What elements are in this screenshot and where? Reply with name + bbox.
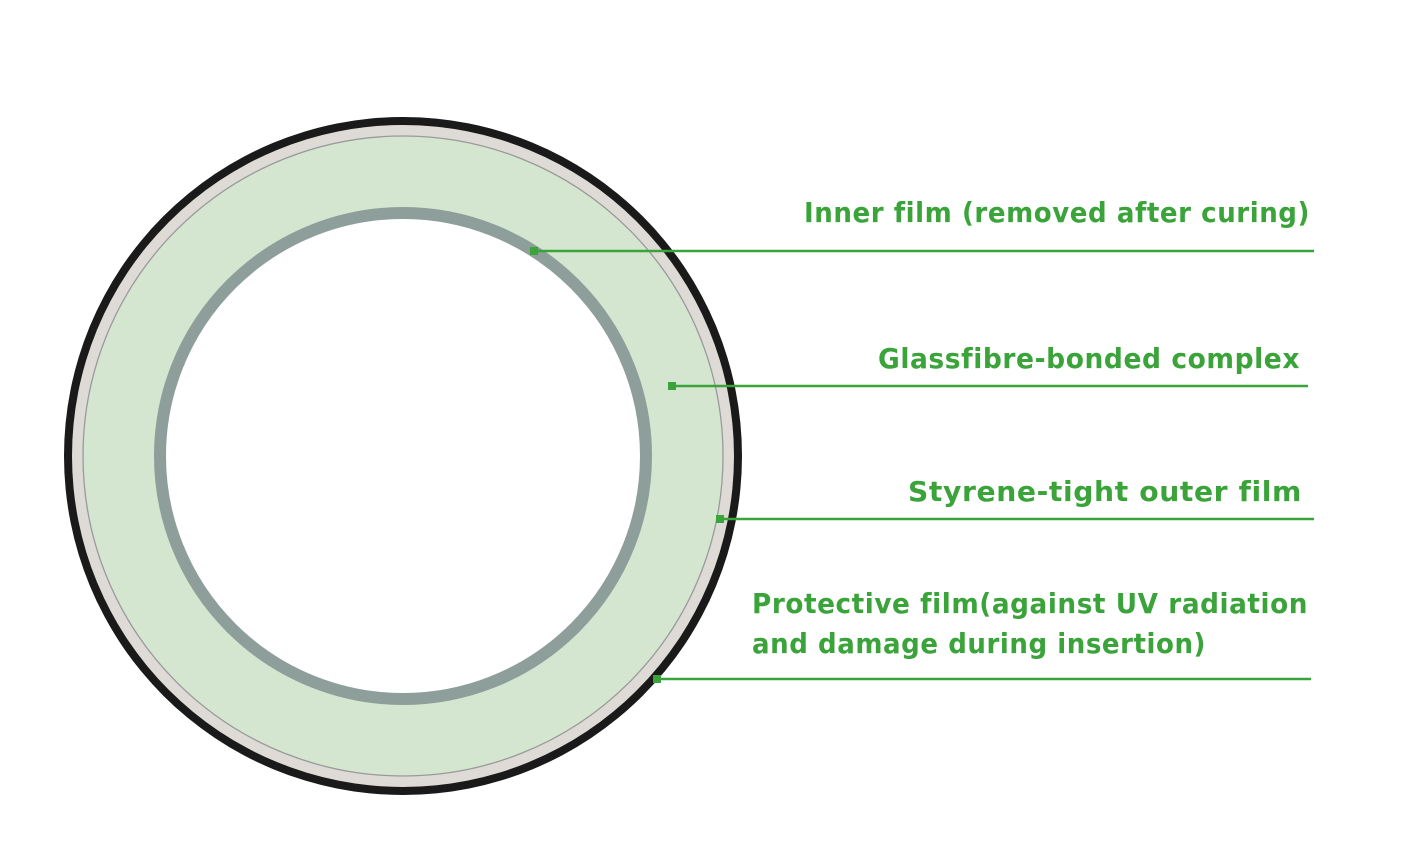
leader-marker-protective [653,675,661,683]
leader-lines [530,247,1314,683]
label-inner-film: Inner film (removed after curing) [804,196,1310,229]
leader-marker-styrene [716,515,724,523]
label-styrene-tight-outer-film: Styrene-tight outer film [908,475,1302,508]
inner-film-ring [154,207,652,705]
leader-marker-inner-film [530,247,538,255]
leader-marker-glassfibre [668,382,676,390]
labels: Inner film (removed after curing) Glassf… [752,196,1310,660]
pipe-cross-section [64,117,742,795]
label-protective-film-line1: Protective film(against UV radiation [752,587,1308,620]
label-glassfibre-bonded-complex: Glassfibre-bonded complex [878,342,1300,375]
label-protective-film-line2: and damage during insertion) [752,627,1206,660]
